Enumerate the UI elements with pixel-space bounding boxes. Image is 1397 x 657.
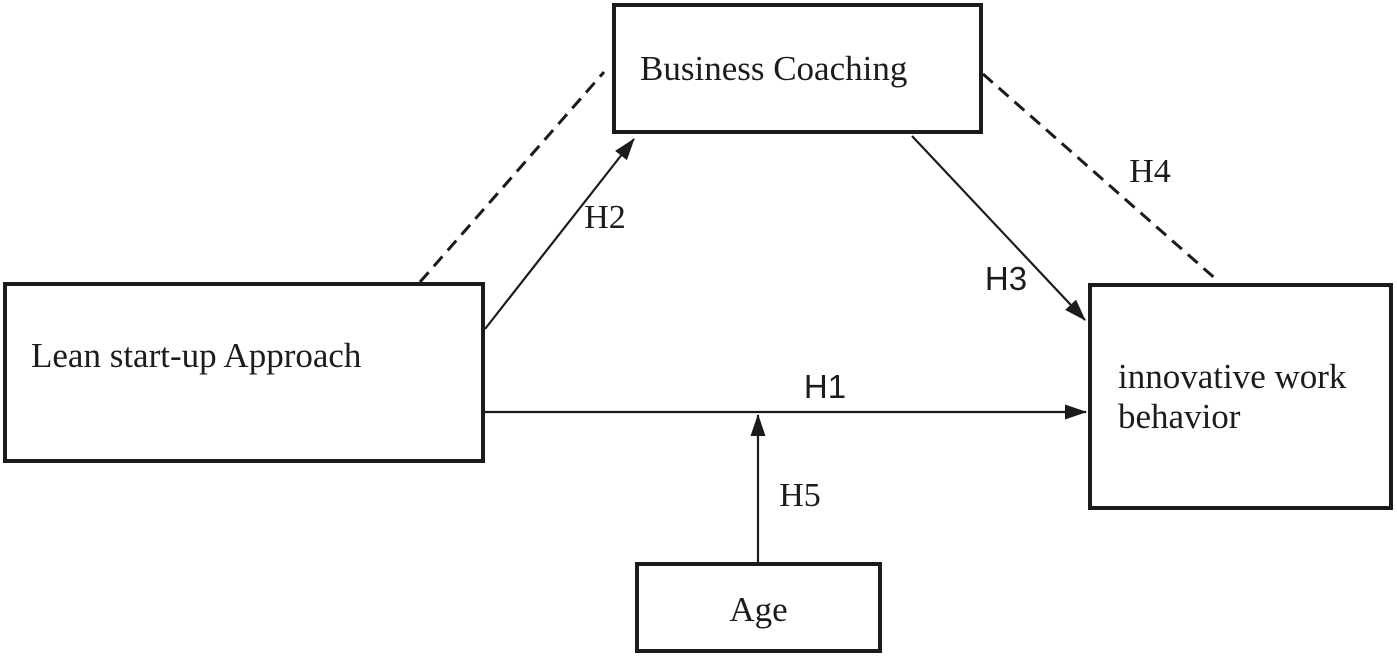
lean-to-coaching-dashed-line: [418, 71, 606, 283]
node-label-lean-startup-approach: Lean start-up Approach: [31, 335, 362, 375]
h2-arrow-line: [484, 138, 635, 330]
hypothesis-label-h2: H2: [584, 199, 626, 236]
node-business-coaching: Business Coaching: [612, 3, 983, 134]
node-innovative-work-behavior: innovative work behavior: [1088, 283, 1393, 510]
hypothesis-label-h3: H3: [984, 260, 1028, 297]
node-lean-startup-approach: Lean start-up Approach: [3, 282, 485, 463]
node-label-age: Age: [729, 589, 788, 629]
h3-arrow-line: [911, 135, 1086, 321]
node-label-innovative-work-behavior: innovative work behavior: [1118, 357, 1347, 436]
node-label-business-coaching: Business Coaching: [640, 48, 908, 88]
hypothesis-label-h4: H4: [1129, 153, 1171, 190]
hypothesis-label-h1: H1: [803, 368, 847, 405]
hypothesis-label-h5: H5: [779, 477, 821, 514]
h4-dashed-line: [982, 72, 1219, 283]
node-age: Age: [635, 562, 882, 653]
